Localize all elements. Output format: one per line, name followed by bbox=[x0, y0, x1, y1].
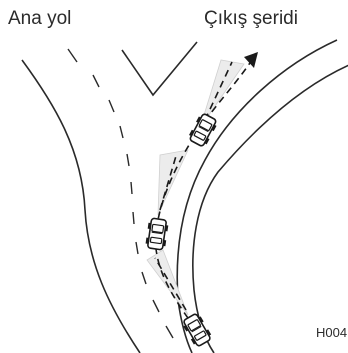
main-road-label: Ana yol bbox=[8, 8, 72, 29]
lane-dash bbox=[108, 99, 115, 113]
gore-nose bbox=[121, 41, 198, 97]
lane-dash bbox=[152, 299, 160, 313]
beam-centerline-top bbox=[204, 61, 233, 121]
lane-dash bbox=[119, 125, 124, 139]
car-top-view-icon bbox=[183, 313, 212, 347]
lane-divider bbox=[67, 48, 174, 339]
arrow-head-icon bbox=[244, 52, 258, 68]
lane-dash bbox=[132, 211, 135, 225]
lane-dash bbox=[135, 241, 139, 255]
lane-dash bbox=[92, 74, 100, 88]
headlight-cone-middle bbox=[157, 149, 189, 216]
vehicle-path bbox=[154, 59, 253, 329]
exit-lane-outer-edge bbox=[176, 39, 338, 353]
lane-dash bbox=[165, 325, 174, 339]
beam-centerline-bottom bbox=[154, 257, 187, 311]
lane-dash bbox=[126, 153, 130, 167]
headlight-cone-top bbox=[199, 59, 245, 129]
lane-dash bbox=[130, 181, 133, 195]
car-top-view-icon bbox=[189, 113, 217, 147]
car-top-view-icon bbox=[145, 217, 169, 251]
exit-lane-inner-edge bbox=[192, 64, 348, 353]
lane-dash bbox=[67, 48, 78, 63]
exit-lane-label: Çıkış şeridi bbox=[204, 8, 298, 29]
lane-dash bbox=[141, 271, 147, 285]
figure-code: H004 bbox=[316, 325, 348, 340]
main-road-left-edge bbox=[21, 59, 141, 353]
beam-centerline-middle bbox=[159, 155, 177, 211]
headlight-cone-bottom bbox=[146, 249, 189, 316]
